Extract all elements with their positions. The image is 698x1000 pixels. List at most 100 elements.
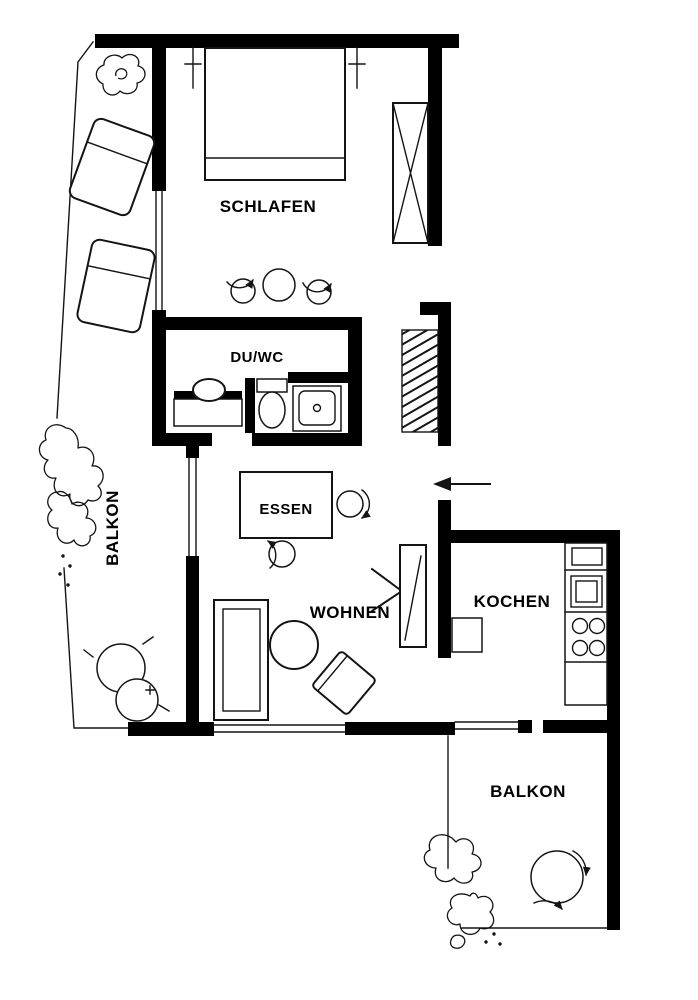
wall-bottom-left [128,722,214,736]
armchair [312,651,376,715]
washbasin [192,378,226,402]
stool-center [262,268,296,302]
balcony-left [38,41,170,729]
room-label-kochen: KOCHEN [474,592,551,611]
wall-top [95,34,459,48]
shower-top-wall [288,372,348,383]
entrance-arrow [433,477,491,491]
bedroom-window [155,190,163,311]
toilet-bowl [258,391,286,429]
living-window-bottom [213,724,346,733]
balcony-left-edge-lower [63,567,129,729]
wall-bottom-pillar [518,720,532,733]
stool-right-swivel-arrow [302,282,332,293]
wall-kitchen-top [438,530,620,543]
lounger-frame [76,238,156,334]
balcony-bottom [423,735,608,949]
balcony-chair-arrow-bottom [533,900,563,910]
wall-left-lower [186,556,199,730]
walls [95,34,620,930]
room-label-balkon-left: BALKON [103,490,122,566]
wall-duwc-bottom-right [252,433,362,446]
plant-dot [484,940,488,944]
plant-bottom-upper [423,834,482,884]
wall-bottom-right [345,722,455,735]
fridge [451,617,483,653]
lounger-divider [86,264,152,280]
armchair-backrest [316,654,349,692]
plant-dot [58,572,62,576]
wall-closet-right [438,302,451,446]
lounger-divider [86,141,149,165]
sofa-seat [222,608,261,712]
shower-drain [312,403,322,413]
kitchen-fixtures [451,542,608,706]
plant-bottom-lower [446,892,495,935]
lounger-top [68,117,156,217]
dining-furniture [239,471,371,569]
living-furniture [213,544,427,721]
burner-icon [588,617,606,635]
sink-inner [575,580,598,603]
wall-outer-right [607,530,620,930]
plant-bottom-loop [449,934,466,949]
stove-burners [571,617,606,657]
tv-screen-diagonal [404,555,422,641]
plant-dot [66,583,70,587]
tv-direction-lines [370,567,401,613]
balcony-bottom-chair [530,850,584,904]
toilet-tank [256,378,288,393]
kitchen-balcony-door [454,721,519,730]
dining-chair-right [336,490,364,518]
counter-top-module [571,547,603,566]
wall-duwc-top [166,317,362,330]
bed [204,47,346,181]
room-label-schlafen: SCHLAFEN [220,197,317,216]
wall-left-mid [152,310,166,446]
dining-chair-right-arrow [361,489,371,519]
plant-top-left [95,53,146,96]
plant-trail-dots [58,554,72,587]
bedroom-furniture [184,47,429,305]
coffee-table [269,620,319,670]
stool-left-swivel-arrow [226,279,254,289]
dining-chair-bottom-arrow [267,540,277,569]
balcony-door-left [188,457,197,557]
counter-dividers [564,569,608,663]
tv-sideboard [399,544,427,648]
entrance-arrow-head [433,477,451,491]
room-label-balkon-bottom: BALKON [490,782,566,801]
plant-mid-left-upper [38,424,104,507]
room-label-essen: ESSEN [259,501,312,518]
wardrobe-crossed [392,102,429,244]
shower-inner [298,390,336,426]
plant-dot [498,942,502,946]
bathroom-fixtures [173,372,348,433]
bathroom-divider-stub [245,378,255,433]
balcony-chair-2 [115,678,159,722]
wall-left-upper [152,34,166,191]
balcony-left-edge-upper [56,41,94,419]
hall-closet-hatched [401,329,439,433]
wall-duwc-bottom-left [152,433,212,446]
kitchen-counter [564,542,608,706]
basin-counter [173,398,243,427]
plant-dot [68,564,72,568]
burner-icon [588,639,606,657]
room-label-duwc: DU/WC [230,349,283,366]
bedside-post-left [184,47,202,89]
plant-mid-left-lower [47,490,97,547]
wall-duwc-right [348,317,362,446]
balcony-chair-arrow-top [572,850,591,876]
room-label-wohnen: WOHNEN [310,603,390,622]
dining-table [239,471,333,539]
armchair-seat [312,651,376,715]
wall-kitchen-left [438,543,451,658]
plant-dot [492,932,496,936]
sink-outer [570,575,603,608]
wall-hall-door-stub [186,446,199,458]
windows [155,190,519,733]
chair-tick-marks [83,636,170,712]
